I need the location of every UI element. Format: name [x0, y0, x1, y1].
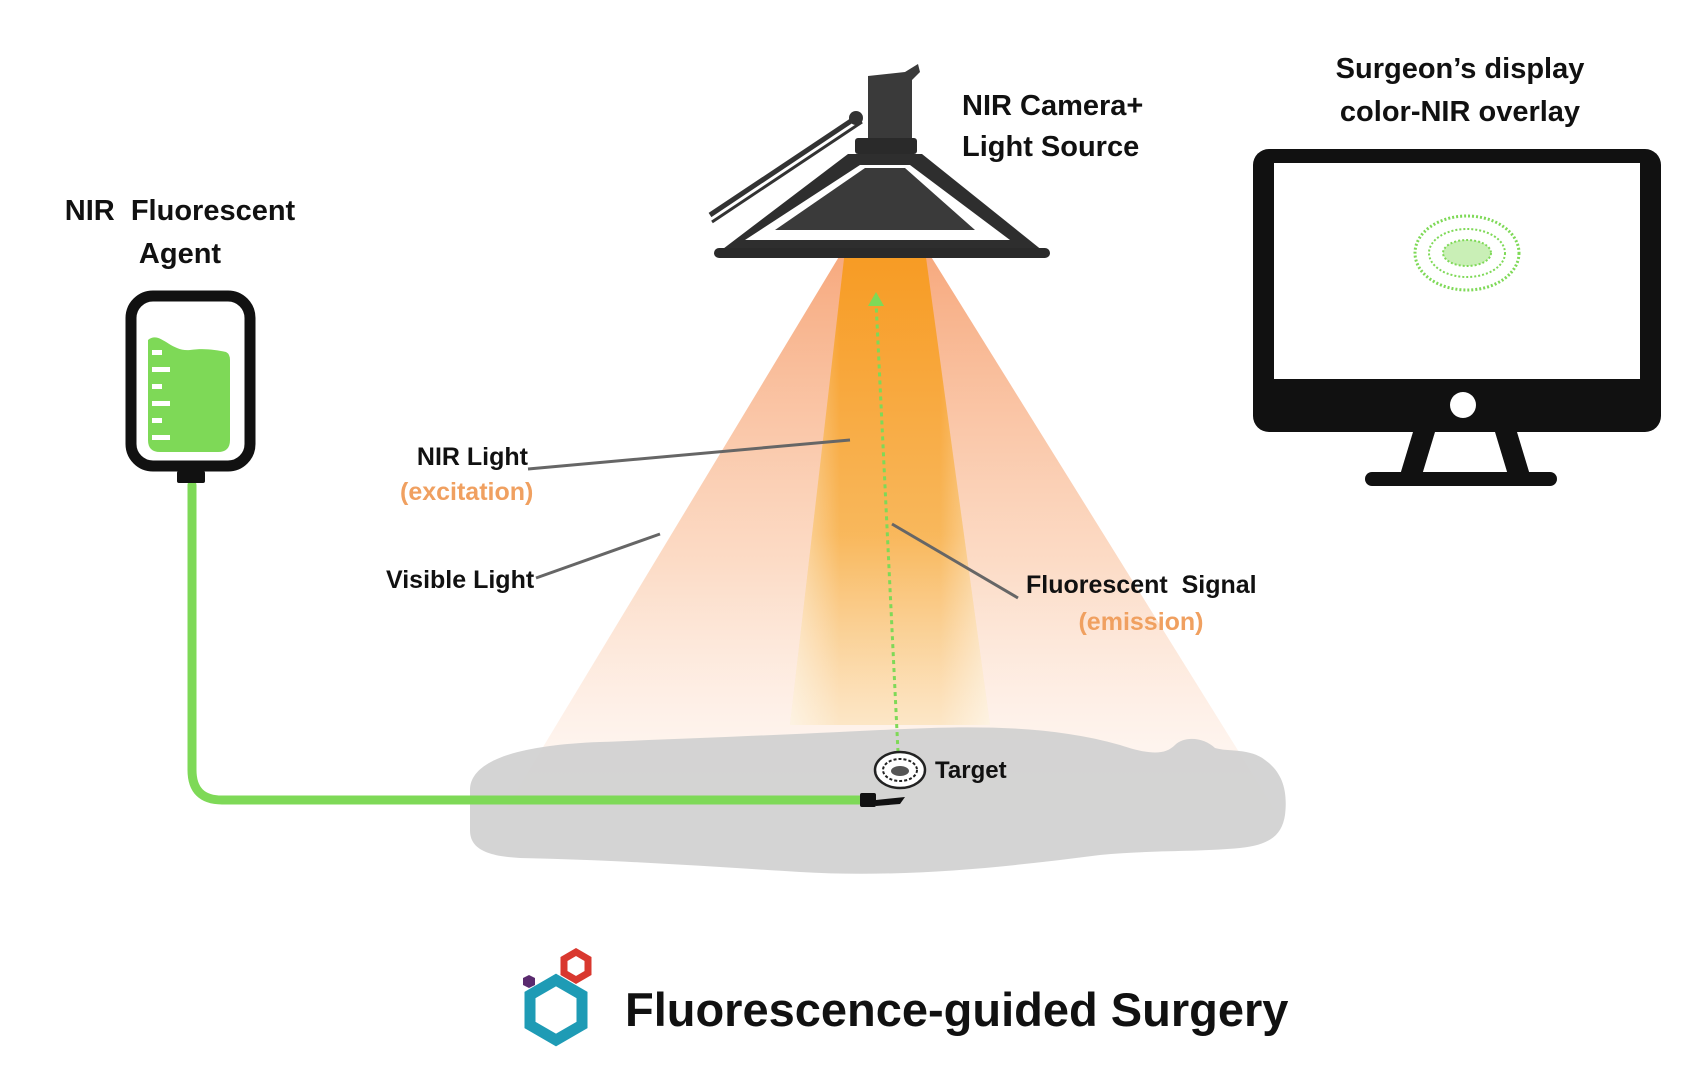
iv-tube: [187, 480, 865, 805]
agent-label-line2: Agent: [138, 238, 222, 270]
visible-light-pointer: [535, 532, 661, 580]
emission-arrowhead: [868, 292, 884, 306]
signal-sub: (emission): [1078, 608, 1204, 636]
display-label-line2: color-NIR overlay: [1339, 96, 1581, 128]
monitor-icon: [1253, 149, 1661, 486]
camera-label: NIR Camera+ Light Source: [962, 86, 1143, 168]
display-overlay-target: [1413, 214, 1521, 292]
tumor-target-icon: [873, 750, 927, 790]
signal-pointer: [891, 522, 1019, 600]
page-title: Fluorescence-guided Surgery: [625, 983, 1289, 1036]
surgical-lamp-icon: [708, 64, 1050, 258]
visible-light-label: Visible Light: [386, 566, 535, 594]
nir-light-pointer: [527, 438, 851, 471]
camera-label-line1: NIR Camera+: [962, 90, 1144, 122]
catheter-tip: [860, 793, 876, 807]
agent-label: NIR Fluorescent Agent: [50, 190, 310, 276]
emission-path: [874, 301, 900, 753]
nir-light-label: NIR Light (excitation): [400, 440, 534, 510]
display-label-line1: Surgeon’s display: [1335, 53, 1585, 85]
target-label: Target: [935, 757, 1007, 784]
hexagon-logo-icon: [523, 947, 592, 1047]
agent-label-line1: NIR Fluorescent: [64, 195, 296, 227]
display-label: Surgeon’s display color-NIR overlay: [1300, 48, 1620, 134]
nir-light-text: NIR Light: [416, 443, 528, 471]
camera-label-line2: Light Source: [962, 131, 1140, 163]
signal-text: Fluorescent Signal: [1026, 571, 1257, 599]
iv-bag-icon: [125, 290, 256, 483]
nir-light-sub: (excitation): [400, 478, 534, 506]
signal-label: Fluorescent Signal (emission): [1026, 567, 1257, 641]
